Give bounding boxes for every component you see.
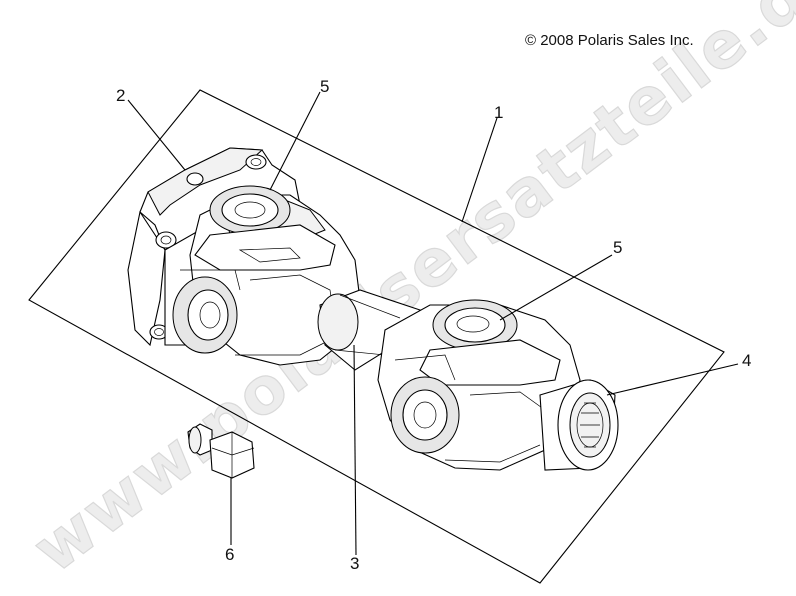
splined-coupler	[539, 379, 619, 471]
drive-shaft	[317, 289, 421, 371]
left-u-joint	[172, 185, 361, 366]
callout-4: 4	[742, 351, 751, 370]
leader-lines	[127, 91, 739, 556]
right-u-joint	[377, 299, 581, 471]
assembly-outline-box	[28, 89, 725, 584]
callout-6: 6	[225, 545, 234, 564]
callout-5-left: 5	[320, 77, 329, 96]
callout-5-right: 5	[613, 238, 622, 257]
copyright-text: © 2008 Polaris Sales Inc.	[525, 32, 694, 49]
callout-1: 1	[494, 103, 503, 122]
hex-bolt	[187, 423, 255, 479]
callout-2: 2	[116, 86, 125, 105]
callout-3: 3	[350, 554, 359, 573]
